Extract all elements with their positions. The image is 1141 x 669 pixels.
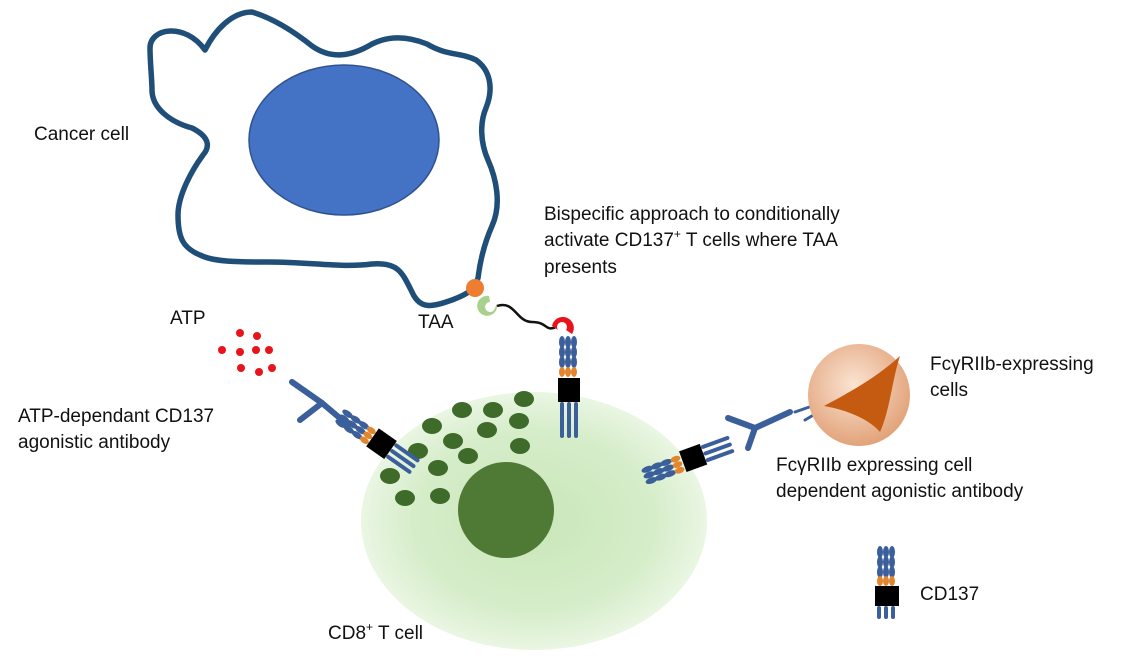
t-cell-nucleus (458, 462, 554, 558)
fcr-dependent-antibody (725, 409, 793, 451)
atp-antibody-label: ATP-dependant CD137 agonistic antibody (18, 404, 214, 456)
t-cell-label: CD8+ T cell (328, 620, 424, 644)
atp-antibody-label-line1: ATP-dependant CD137 (18, 406, 215, 427)
fcr-cells-label-line2: cells (930, 380, 969, 401)
fcr-antibody-label-line2: dependent agonistic antibody (776, 481, 1024, 502)
fcr-antibody-label: FcγRIIb expressing cell dependent agonis… (776, 453, 1023, 505)
cd137-receptor-right (641, 435, 735, 485)
taa-antigen (466, 279, 484, 297)
atp-dependent-antibody (289, 379, 351, 428)
cancer-cell-nucleus (248, 64, 440, 216)
bispecific-linker (496, 303, 557, 330)
bispecific-label-line1: Bispecific approach to conditionally (544, 204, 840, 225)
cd137-receptor-top (558, 336, 580, 438)
t-cell-granules (380, 391, 534, 506)
fcr-cells-label: FcγRIIb-expressing cells (930, 352, 1094, 404)
bispecific-label: Bispecific approach to conditionally act… (544, 202, 840, 281)
legend-cd137-label: CD137 (920, 584, 980, 605)
bispecific-cd137-binder (552, 316, 574, 334)
fcr-cells-label-line1: FcγRIIb-expressing (930, 354, 1094, 375)
legend-cd137-receptor-icon (875, 546, 899, 619)
bispecific-taa-binder (477, 295, 498, 316)
cancer-cell-label: Cancer cell (34, 124, 130, 145)
bispecific-label-line3: presents (544, 257, 617, 278)
atp-antibody-label-line2: agonistic antibody (18, 432, 171, 453)
atp-molecules (218, 329, 276, 376)
atp-label: ATP (170, 308, 206, 329)
bispecific-label-line2: activate CD137+ T cells where TAA (544, 227, 838, 251)
taa-label: TAA (418, 312, 454, 333)
cancer-cell-membrane (147, 9, 500, 309)
fcr-antibody-label-line1: FcγRIIb expressing cell (776, 455, 973, 476)
fcr-cell-inner-shape (824, 356, 900, 432)
